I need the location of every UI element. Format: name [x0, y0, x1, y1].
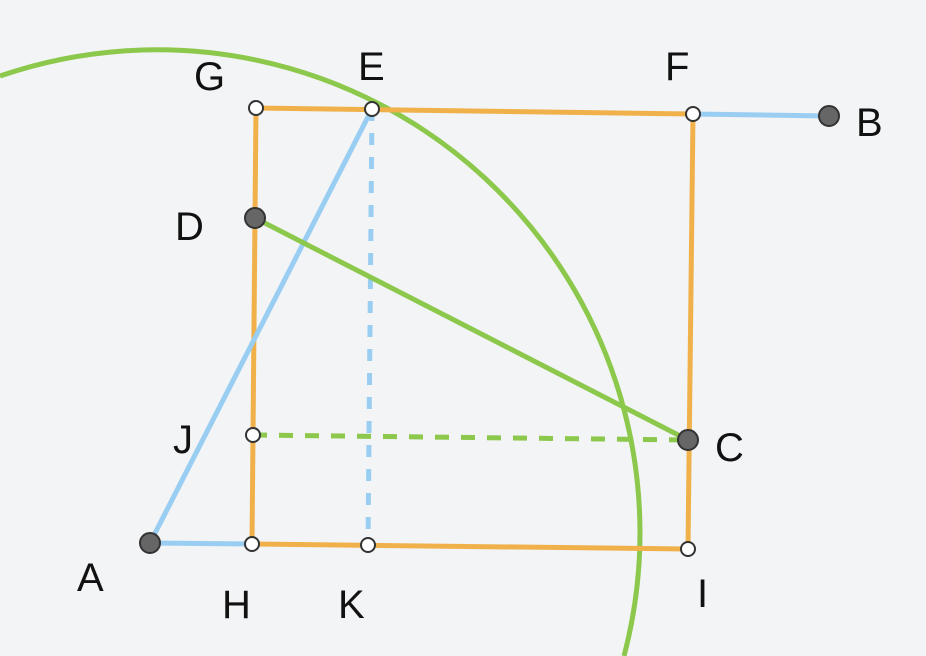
- label-f: F: [665, 45, 689, 89]
- label-j: J: [173, 418, 193, 462]
- point-a[interactable]: [139, 532, 161, 554]
- segment-i-h[interactable]: [251, 541, 689, 552]
- label-e: E: [358, 45, 385, 89]
- dashed-segment-e-k[interactable]: [365, 108, 375, 546]
- label-i: I: [697, 572, 708, 616]
- segment-h-g[interactable]: [249, 107, 259, 545]
- segment-g-f[interactable]: [255, 105, 694, 117]
- label-k: K: [338, 583, 365, 627]
- segment-a-h[interactable]: [149, 540, 253, 547]
- point-f[interactable]: [685, 106, 701, 122]
- point-k[interactable]: [360, 537, 376, 553]
- label-g: G: [194, 55, 225, 99]
- point-c[interactable]: [677, 429, 699, 451]
- point-h[interactable]: [244, 536, 260, 552]
- label-d: D: [175, 205, 204, 249]
- segment-f-b[interactable]: [692, 111, 830, 119]
- label-a: A: [77, 556, 104, 600]
- dashed-segment-j-c[interactable]: [252, 432, 689, 443]
- circle-arc[interactable]: [0, 47, 643, 656]
- point-j[interactable]: [245, 427, 261, 443]
- point-b[interactable]: [818, 105, 840, 127]
- point-e[interactable]: [364, 101, 380, 117]
- point-i[interactable]: [680, 541, 696, 557]
- point-g[interactable]: [248, 100, 264, 116]
- label-c: C: [715, 426, 744, 470]
- segment-f-i[interactable]: [685, 113, 696, 550]
- point-d[interactable]: [244, 207, 266, 229]
- label-h: H: [222, 583, 251, 627]
- segment-d-c[interactable]: [253, 215, 690, 443]
- label-b: B: [856, 101, 883, 145]
- segment-a-e[interactable]: [147, 107, 375, 545]
